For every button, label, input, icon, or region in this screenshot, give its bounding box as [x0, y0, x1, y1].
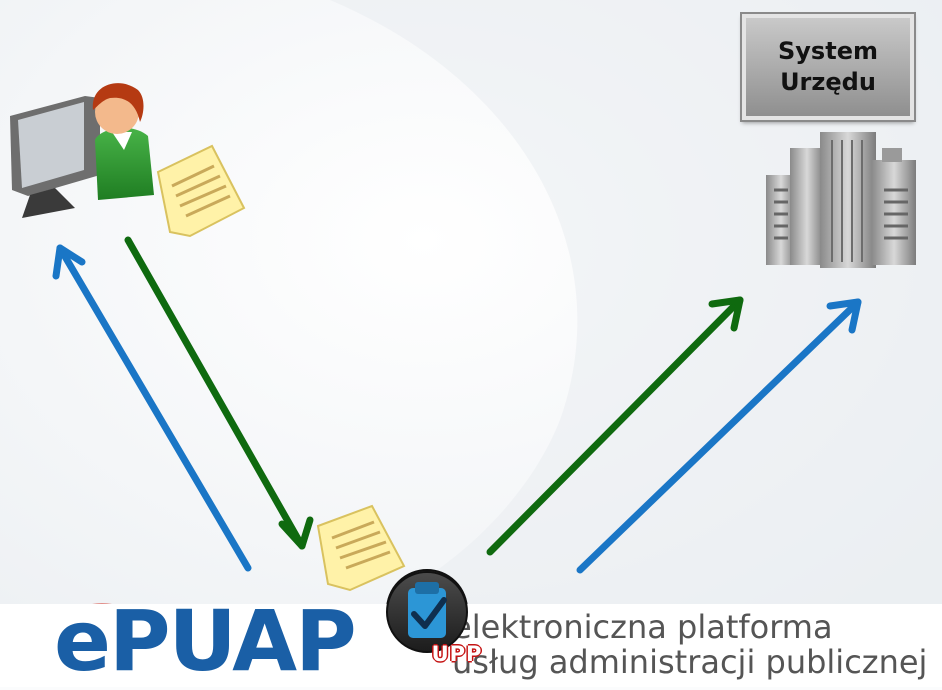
arrow-epuap-to-user	[52, 244, 252, 572]
upp-badge-label: UPP	[431, 642, 483, 666]
system-box: System Urzędu	[740, 12, 916, 122]
office-buildings-icon	[766, 132, 916, 268]
logo-tagline-2: usług administracji publicznej	[452, 643, 928, 681]
arrow-epuap-to-office	[486, 296, 744, 556]
arrow-user-to-epuap	[124, 236, 314, 550]
background-swoosh	[300, 0, 942, 640]
logo-band	[0, 604, 942, 687]
document-icon	[156, 144, 246, 238]
epuap-logo: ePUAP	[54, 592, 357, 690]
system-box-line2: Urzędu	[780, 68, 876, 96]
system-box-line1: System	[778, 37, 878, 65]
logo-tagline-1: elektroniczna platforma	[452, 608, 833, 646]
document-icon	[316, 504, 406, 592]
arrow-office-to-epuap	[576, 298, 862, 574]
computer-user-icon	[10, 83, 154, 218]
